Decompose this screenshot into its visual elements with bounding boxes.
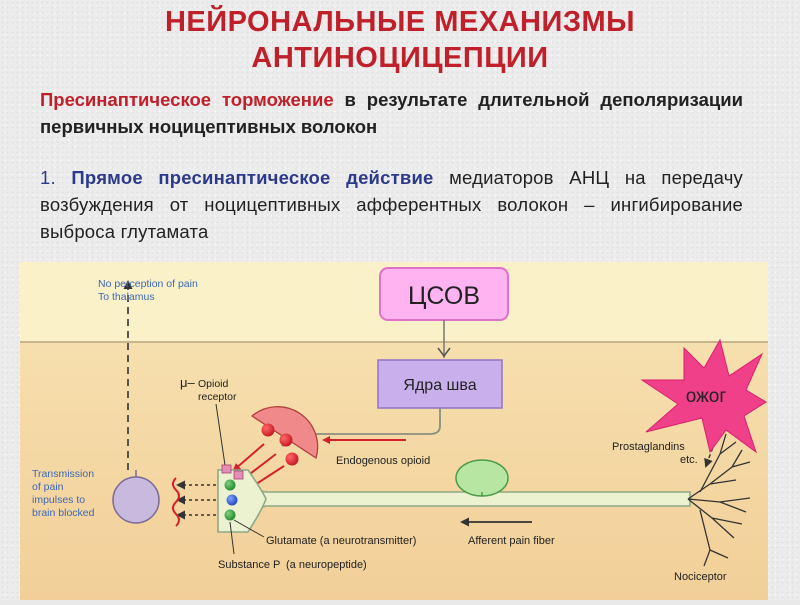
endogenous-opioid-label: Endogenous opioid xyxy=(336,455,430,467)
opioid-receptor-2 xyxy=(233,470,244,480)
opioid-release-arrow-1 xyxy=(232,443,265,472)
paragraph2-number: 1. xyxy=(40,167,56,188)
opioid-vesicle-3 xyxy=(285,452,299,466)
transmission-label-3: impulses to xyxy=(32,494,85,506)
opioid-receptor-pointer xyxy=(215,403,227,473)
burn-star xyxy=(640,338,767,454)
postsynaptic-neuron xyxy=(112,476,160,524)
neuropeptide-label: (a neuropeptide) xyxy=(286,559,367,571)
diagram-svg: No perception of pain To thalamus ЦСОВ Я… xyxy=(20,262,768,600)
no-perception-label: No perception of pain xyxy=(98,278,198,290)
paragraph1-highlight: Пресинаптическое торможение xyxy=(40,89,334,110)
prostaglandins-etc-label: etc. xyxy=(680,454,698,466)
raphe-nuclei-box xyxy=(377,359,503,409)
ganglion-cell-body xyxy=(455,459,509,497)
prostaglandins-label: Prostaglandins xyxy=(612,441,685,453)
paragraph2-highlight: Прямое пресинаптическое действие xyxy=(55,167,434,188)
glutamate-label: Glutamate (a neurotransmitter) xyxy=(266,535,416,547)
opioid-receptor-1 xyxy=(221,464,232,474)
nociceptor-endings xyxy=(687,433,751,567)
to-thalamus-label: To thalamus xyxy=(98,291,155,303)
opioid-receptor-label-2: receptor xyxy=(198,391,237,403)
antinociception-diagram: No perception of pain To thalamus ЦСОВ Я… xyxy=(20,262,768,600)
opioid-receptor-label-1: Opioid xyxy=(198,378,229,390)
substance-p-pointer xyxy=(229,521,235,555)
opioid-vesicle-2 xyxy=(279,433,293,447)
paragraph1-text: в результате длительной деполяризации пе… xyxy=(40,89,743,137)
slide-title-line1: НЕЙРОНАЛЬНЫЕ МЕХАНИЗМЫ xyxy=(164,6,636,38)
glutamate-vesicle-2 xyxy=(224,509,236,521)
paragraph-presynaptic-inhibition: Пресинаптическое торможение в результате… xyxy=(40,86,743,140)
mu-symbol: μ– xyxy=(180,375,195,390)
transmission-label-4: brain blocked xyxy=(32,507,95,519)
transmission-label-2: of pain xyxy=(32,481,64,493)
glutamate-vesicle-1 xyxy=(224,479,236,491)
raphe-nuclei-label: Ядра шва xyxy=(403,377,476,394)
afferent-fiber-label: Afferent pain fiber xyxy=(468,535,555,547)
transmission-label-1: Transmission xyxy=(32,468,94,480)
paragraph2-text: медиаторов АНЦ на передачу возбуждения о… xyxy=(40,167,744,242)
substance-p-label: Substance P xyxy=(218,559,280,571)
substance-p-vesicle xyxy=(226,494,238,506)
slide-title-line2: АНТИНОЦИЦЕПЦИИ xyxy=(251,42,549,74)
blocked-signal-squiggle xyxy=(172,477,180,527)
paragraph-direct-action: 1. Прямое пресинаптическое действие меди… xyxy=(40,164,743,245)
nociceptor-label: Nociceptor xyxy=(674,571,727,583)
opioid-vesicle-1 xyxy=(261,423,275,437)
glutamate-pointer xyxy=(233,519,265,538)
opioid-terminal xyxy=(250,406,319,460)
csov-label: ЦСОВ xyxy=(408,282,480,310)
csov-link-arrowhead xyxy=(437,347,451,358)
burn-label: ожог xyxy=(686,386,727,407)
